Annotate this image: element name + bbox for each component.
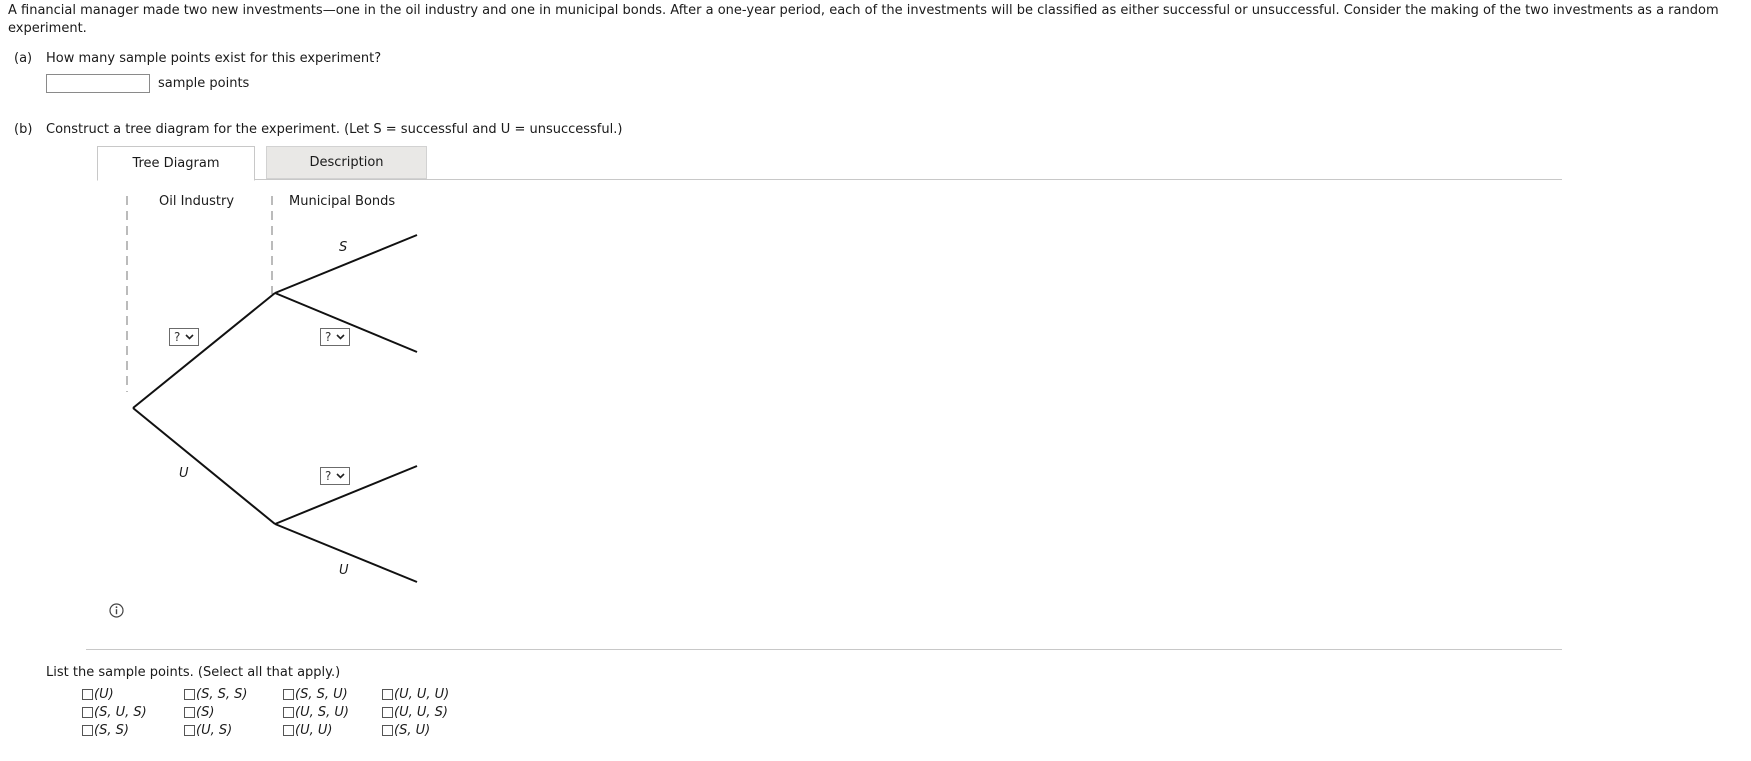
chevron-down-icon <box>336 334 345 340</box>
choice-item[interactable]: (S, S) <box>82 722 129 738</box>
choice-item[interactable]: (U, S, U) <box>283 704 349 720</box>
checkbox[interactable] <box>184 706 195 718</box>
select-top-bottom-value: ? <box>325 330 332 344</box>
choice-label: (U, U) <box>295 722 333 738</box>
problem-statement: A financial manager made two new investm… <box>8 3 1719 36</box>
branch-root-top <box>132 292 276 409</box>
info-icon[interactable] <box>109 603 124 618</box>
column-oil-industry: Oil Industry <box>159 194 235 209</box>
select-stage1-top[interactable]: ? <box>169 328 200 346</box>
choice-item[interactable]: (U) <box>82 686 114 702</box>
checkbox[interactable] <box>382 688 393 700</box>
choice-label: (U, S, U) <box>295 704 349 720</box>
checkbox[interactable] <box>382 706 393 718</box>
checkbox[interactable] <box>184 724 195 736</box>
choice-item[interactable]: (U, S) <box>184 722 232 738</box>
choice-label: (U) <box>94 686 114 702</box>
tab-tree-diagram[interactable]: Tree Diagram <box>97 146 255 181</box>
list-prompt: List the sample points. (Select all that… <box>46 665 341 680</box>
checkbox[interactable] <box>283 706 294 718</box>
select-bottom-top-value: ? <box>325 469 332 483</box>
chevron-down-icon <box>336 473 345 479</box>
part-a-label: (a) <box>14 51 33 66</box>
checkbox[interactable] <box>283 688 294 700</box>
choice-item[interactable]: (S, U) <box>382 722 430 738</box>
choice-label: (U, U, U) <box>394 686 450 702</box>
choice-label: (S, U) <box>394 722 431 738</box>
branch-top-bottom <box>274 292 418 353</box>
checkbox[interactable] <box>82 706 93 718</box>
label-bottom-branch: U <box>179 466 189 481</box>
choice-label: (S, S) <box>94 722 129 738</box>
label-bottom-bottom: U <box>339 563 349 578</box>
part-b-label: (b) <box>14 122 33 137</box>
choice-label: (U, U, S) <box>394 704 448 720</box>
choice-item[interactable]: (S) <box>184 704 214 720</box>
checkbox[interactable] <box>283 724 294 736</box>
select-bottom-top[interactable]: ? <box>320 467 351 485</box>
checkbox[interactable] <box>184 688 195 700</box>
part-b-question: Construct a tree diagram for the experim… <box>46 122 623 137</box>
choice-item[interactable]: (S, S, U) <box>283 686 348 702</box>
choice-label: (S, U, S) <box>94 704 147 720</box>
choice-item[interactable]: (U, U, U) <box>382 686 449 702</box>
choice-item[interactable]: (S, U, S) <box>82 704 147 720</box>
select-stage1-top-value: ? <box>174 330 181 344</box>
choice-item[interactable]: (U, U) <box>283 722 332 738</box>
checkbox[interactable] <box>82 724 93 736</box>
tab-description[interactable]: Description <box>266 146 427 179</box>
select-top-bottom[interactable]: ? <box>320 328 351 346</box>
label-top-top: S <box>339 240 348 255</box>
sample-points-unit: sample points <box>158 76 250 91</box>
sample-points-input[interactable] <box>46 74 150 93</box>
section-divider <box>86 649 1562 650</box>
checkbox[interactable] <box>82 688 93 700</box>
choice-label: (S) <box>196 704 215 720</box>
choice-item[interactable]: (S, S, S) <box>184 686 247 702</box>
branch-bottom-bottom <box>274 523 418 583</box>
tab-bar-divider <box>97 179 1562 180</box>
column-municipal-bonds: Municipal Bonds <box>289 194 396 209</box>
choice-item[interactable]: (U, U, S) <box>382 704 448 720</box>
part-a-question: How many sample points exist for this ex… <box>46 51 382 66</box>
choice-label: (U, S) <box>196 722 233 738</box>
branch-top-top <box>274 234 418 294</box>
choice-label: (S, S, U) <box>295 686 348 702</box>
branch-bottom-top <box>274 465 418 525</box>
choice-label: (S, S, S) <box>196 686 248 702</box>
chevron-down-icon <box>185 334 194 340</box>
branch-root-bottom <box>132 407 276 525</box>
checkbox[interactable] <box>382 724 393 736</box>
